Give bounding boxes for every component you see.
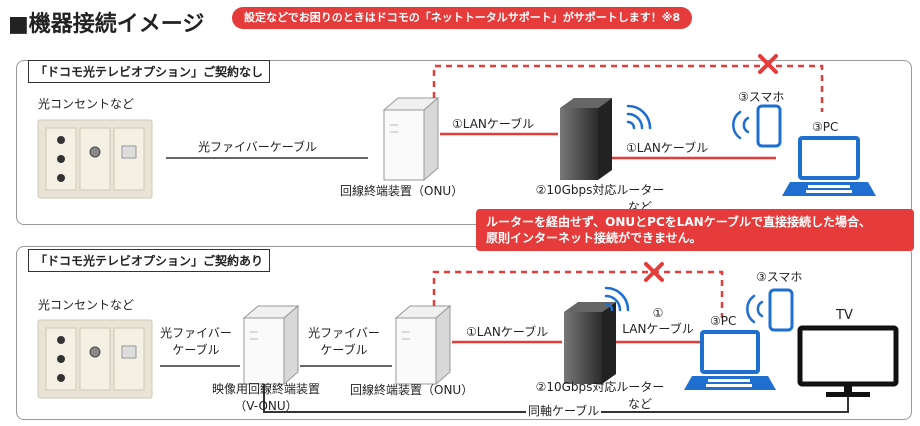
smartphone-signal-icon-bottom [746,294,764,324]
router-icon-bottom [564,302,616,384]
v-onu-label-line2: （V-ONU） [234,399,298,413]
panel-top-label: 「ドコモ光テレビオプション」ご契約なし [28,60,271,83]
wifi-icon-bottom [604,286,630,312]
wifi-icon [626,104,652,130]
router-label-bottom-line1: ②10Gbps対応ルーター [535,380,665,394]
router-icon [560,98,612,180]
direct-connection-dashed-line [432,64,824,112]
lan-cable-label-bottom-2-line1: ① [652,306,664,320]
fiber-cable-label-2-line2: ケーブル [320,343,368,357]
panel-bottom-label: 「ドコモ光テレビオプション」ご契約あり [28,249,271,272]
onu-device-icon [382,96,440,182]
cross-mark-icon [758,54,778,74]
lan-cable-label-1: ①LANケーブル [452,117,535,131]
onu-label: 回線終端装置（ONU） [340,184,464,198]
onu-label-bottom: 回線終端装置（ONU） [350,383,474,397]
pc-label-bottom: ③PC [710,314,737,328]
smartphone-label-bottom: ③スマホ [756,270,803,284]
pc-laptop-icon-bottom [684,330,776,390]
cross-mark-icon-bottom [644,262,664,282]
lan-cable-label-bottom-1: ①LANケーブル [466,325,549,339]
tv-icon [797,325,899,397]
pc-laptop-icon [782,136,876,196]
direct-connection-dashed-line-bottom [432,270,724,318]
warning-line2: 原則インターネット接続ができません。 [486,231,702,245]
v-onu-label: 映像用回線終端装置 （V-ONU） [196,380,336,414]
page-title: ■機器接続イメージ [8,12,205,37]
lan-cable-label-bottom-2: ① LANケーブル [618,306,698,337]
warning-line1: ルーターを経由せず、ONUとPCをLANケーブルで直接接続した場合、 [486,215,872,229]
outlet-label: 光コンセントなど [38,97,135,111]
warning-box: ルーターを経由せず、ONUとPCをLANケーブルで直接接続した場合、 原則インタ… [476,209,914,251]
smartphone-label: ③スマホ [738,90,785,104]
optical-outlet-icon-bottom [37,319,153,399]
panel-with-tv-option [16,246,912,420]
fiber-cable-label: 光ファイバーケーブル [198,140,318,154]
router-label-bottom: ②10Gbps対応ルーター など [520,378,680,412]
optical-outlet-icon [37,119,153,199]
smartphone-icon [756,104,782,148]
onu-device-icon-bottom [394,304,452,386]
fiber-cable-label-1: 光ファイバー ケーブル [156,324,236,358]
v-onu-label-line1: 映像用回線終端装置 [211,382,320,396]
smartphone-signal-icon [732,110,750,140]
lan-cable-label-bottom-2-line2: LANケーブル [622,322,694,336]
smartphone-icon-bottom [768,288,794,332]
fiber-cable-label-1-line2: ケーブル [172,343,220,357]
v-onu-device-icon [242,304,300,386]
pc-label: ③PC [812,120,839,134]
router-label-line1: ②10Gbps対応ルーター [535,183,665,197]
tv-label: TV [836,308,853,323]
fiber-cable-label-2-line1: 光ファイバー [308,326,380,340]
fiber-cable-label-1-line1: 光ファイバー [160,326,232,340]
coax-cable-label: 同軸ケーブル [526,402,602,419]
router-label-bottom-line2: など [627,397,652,411]
outlet-label-bottom: 光コンセントなど [38,298,135,312]
lan-cable-label-2: ①LANケーブル [626,141,709,155]
fiber-cable-label-2: 光ファイバー ケーブル [304,324,384,358]
support-banner: 設定などでお困りのときはドコモの「ネットトータルサポート」がサポートします！※8 [232,7,693,29]
